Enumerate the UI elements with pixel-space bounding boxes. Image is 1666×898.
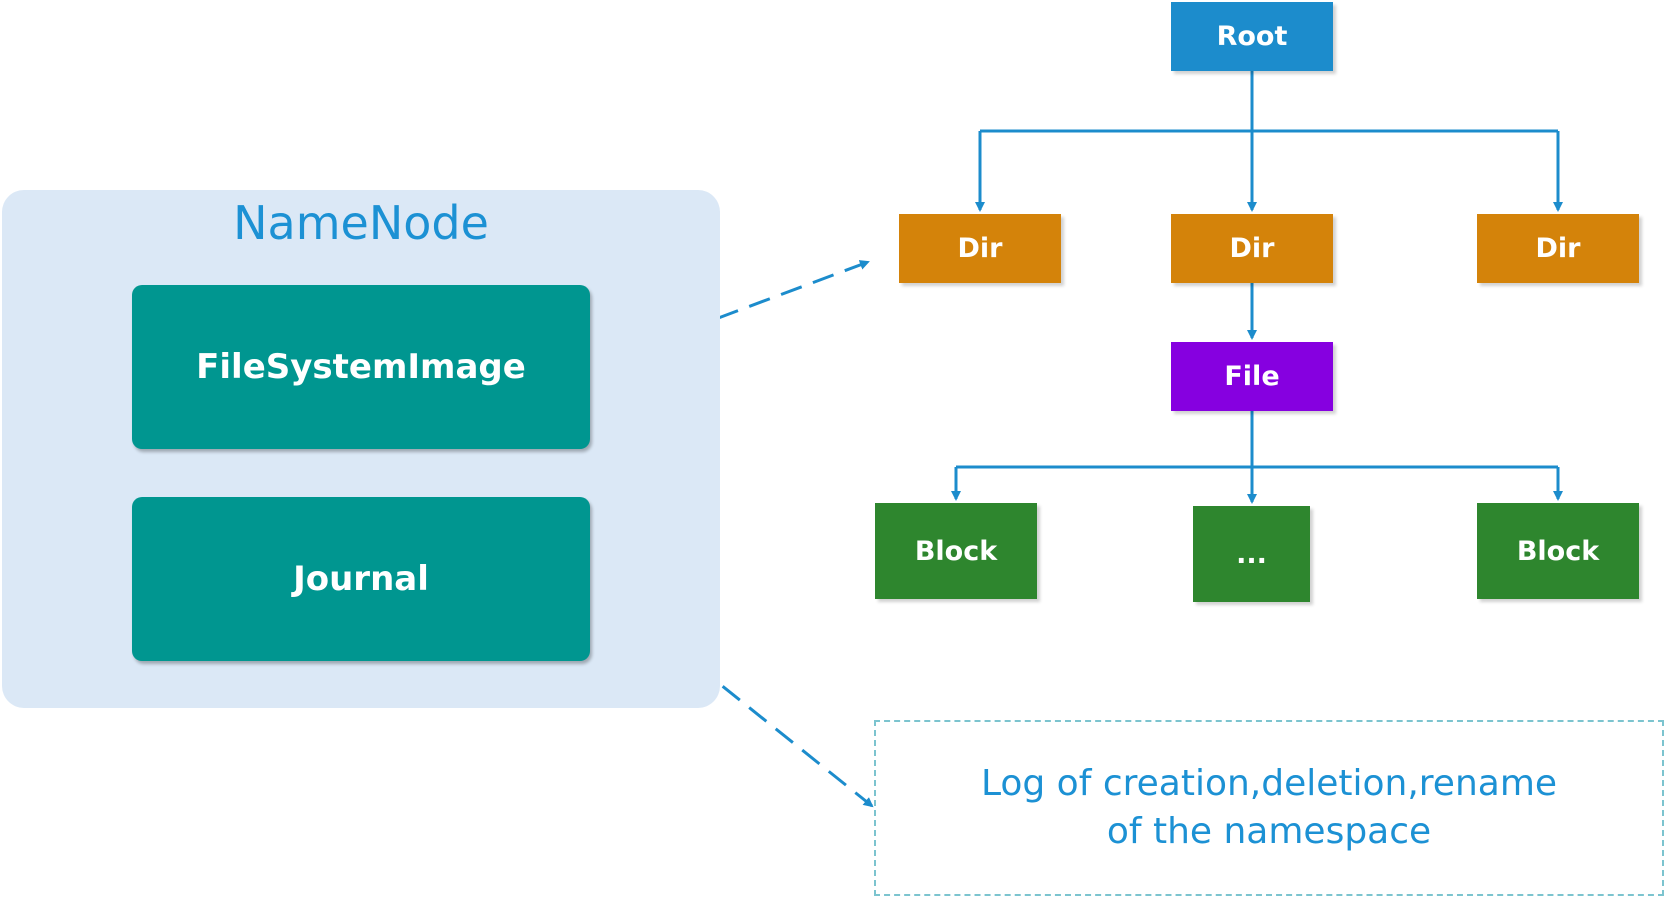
journal-box: Journal [132, 497, 590, 661]
namenode-title: NameNode [233, 196, 489, 250]
tree-connectors [951, 71, 1563, 504]
log-note-line-1: Log of creation,deletion,rename [980, 763, 1558, 804]
block-node-left: Block [875, 503, 1037, 599]
dir-node-center: Dir [1171, 214, 1333, 283]
root-node: Root [1171, 2, 1333, 71]
filesystemimage-box: FileSystemImage [132, 285, 590, 449]
journal-log-note: Log of creation,deletion,rename of the n… [874, 720, 1664, 896]
ellipsis-block-node: ... [1193, 506, 1310, 602]
log-note-line-2: of the namespace [1106, 811, 1432, 852]
dashed-arrow-journal-log [589, 578, 874, 808]
file-node: File [1171, 342, 1333, 411]
dir-node-right: Dir [1477, 214, 1639, 283]
dir-node-left: Dir [899, 214, 1061, 283]
block-node-right: Block [1477, 503, 1639, 599]
